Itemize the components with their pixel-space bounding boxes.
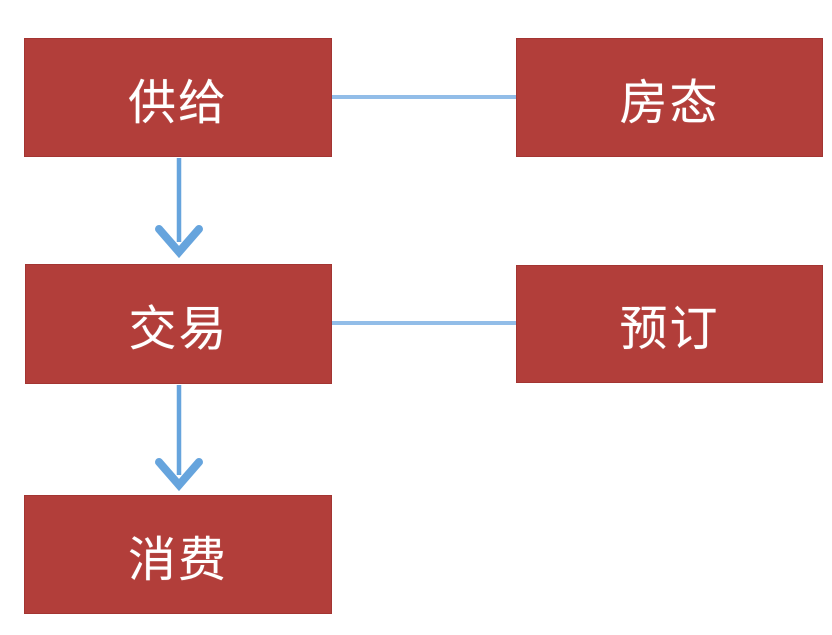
node-transaction: 交易 [25, 264, 332, 384]
node-supply-label: 供给 [127, 76, 228, 130]
node-booking-label: 预订 [619, 303, 720, 356]
node-transaction-label: 交易 [128, 303, 229, 356]
node-room-status-label: 房态 [619, 76, 720, 130]
arrow-supply-to-transaction [155, 158, 203, 259]
node-booking: 预订 [516, 265, 823, 383]
node-consumption: 消费 [24, 495, 332, 614]
node-room-status: 房态 [516, 38, 823, 157]
node-consumption-label: 消费 [127, 533, 228, 587]
arrow-transaction-to-consumption [155, 385, 203, 492]
node-supply: 供给 [24, 38, 332, 157]
